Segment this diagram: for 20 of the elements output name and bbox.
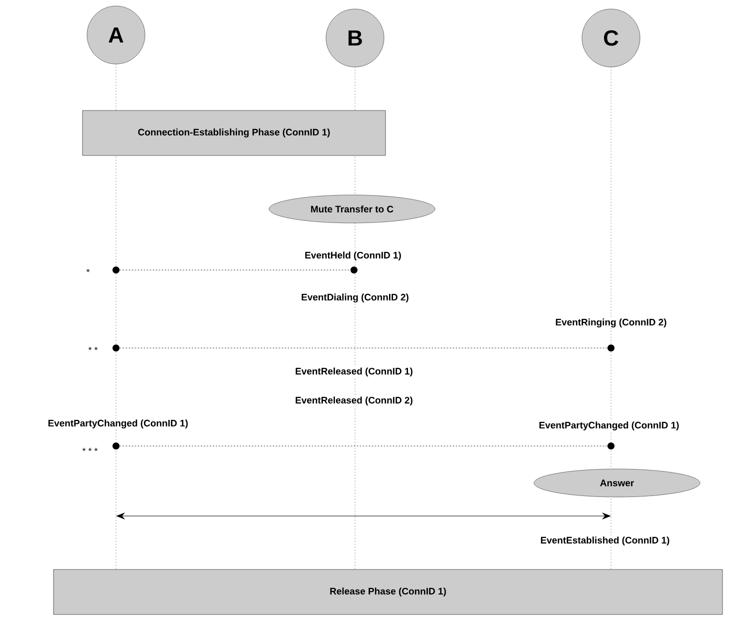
endpoint-dot — [350, 266, 358, 274]
message-label: EventPartyChanged (ConnID 1) — [46, 418, 190, 430]
message-label: EventReleased (ConnID 1) — [294, 366, 414, 378]
phase-box: Release Phase (ConnID 1) — [53, 569, 723, 615]
endpoint-dot — [608, 344, 614, 352]
footnote-mark: * * — [87, 346, 99, 354]
footnote-mark: * — [85, 268, 91, 276]
message-label: EventPartyChanged (ConnID 1) — [538, 420, 680, 432]
message-label: EventReleased (ConnID 2) — [294, 396, 414, 406]
endpoint-dot — [608, 442, 614, 450]
message-label: EventRinging (ConnID 2) — [554, 318, 668, 328]
message-label: EventDialing (ConnID 2) — [300, 292, 410, 304]
message-label: EventEstablished (ConnID 1) — [539, 536, 671, 546]
lifeline — [610, 66, 612, 570]
message-label: EventHeld (ConnID 1) — [304, 250, 402, 262]
endpoint-dot — [112, 344, 120, 352]
phase-box: Connection-Establishing Phase (ConnID 1) — [82, 110, 386, 156]
endpoint-dot — [112, 442, 120, 450]
endpoint-dot — [112, 266, 120, 274]
footnote-mark: * * * — [81, 446, 99, 456]
